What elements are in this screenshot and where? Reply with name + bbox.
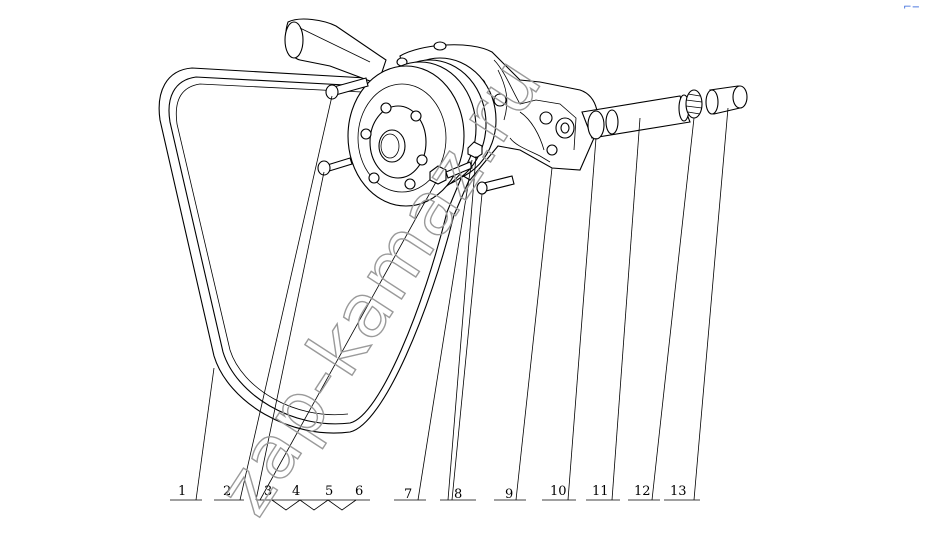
callout-6: 6 [355,484,363,499]
hose-stub [705,85,748,115]
callout-11: 11 [592,484,609,499]
callout-13: 13 [670,484,687,499]
callout-1: 1 [178,484,186,499]
callout-12: 12 [634,484,651,499]
callout-4: 4 [292,484,300,499]
callout-8: 8 [454,487,462,502]
callout-9: 9 [505,487,513,502]
callout-10: 10 [550,484,567,499]
callout-7: 7 [404,487,412,502]
leader-lines [170,95,729,511]
callout-labels: 1 2 3 4 5 6 7 8 9 10 11 12 13 [178,484,687,502]
callout-3: 3 [264,484,272,499]
callout-2: 2 [223,484,231,499]
corner-mark: ⌐− [903,2,920,13]
bolt-upper [325,77,369,100]
bolt-left [317,157,353,176]
callout-5: 5 [325,484,333,499]
nut-center [429,161,473,185]
outlet-fitting [581,94,691,140]
bolt-right [467,141,483,159]
hose-clamp [685,89,703,119]
